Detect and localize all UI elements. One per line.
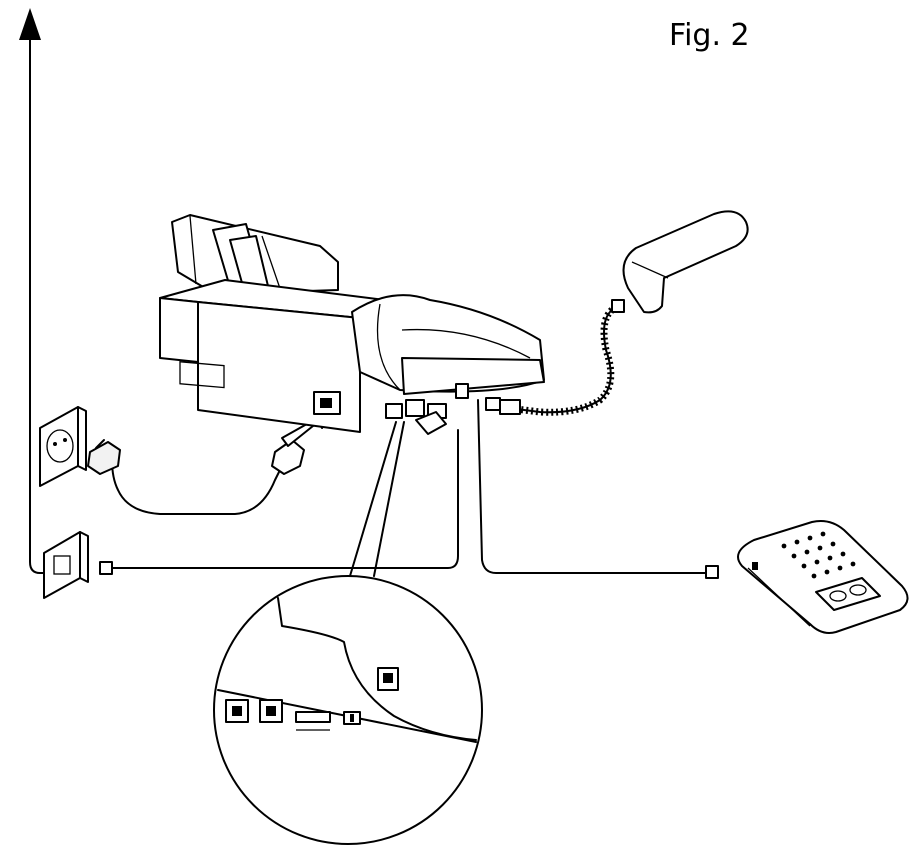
external-device-plug bbox=[705, 565, 719, 579]
up-arrow bbox=[19, 8, 53, 574]
callout-line bbox=[373, 421, 405, 577]
power-wall-socket bbox=[39, 406, 87, 487]
phone-wall-jack bbox=[43, 531, 113, 599]
handset bbox=[611, 210, 749, 314]
figure-label: Fig. 2 bbox=[669, 18, 750, 53]
magnified-connector-detail bbox=[213, 575, 483, 845]
phone-line-cable bbox=[111, 429, 459, 569]
power-cord bbox=[87, 439, 305, 515]
coiled-handset-cord bbox=[499, 307, 615, 416]
remote-keypad-device bbox=[737, 520, 909, 634]
callout-line bbox=[349, 421, 397, 577]
external-device-cable bbox=[477, 399, 707, 574]
fax-machine bbox=[159, 214, 545, 435]
